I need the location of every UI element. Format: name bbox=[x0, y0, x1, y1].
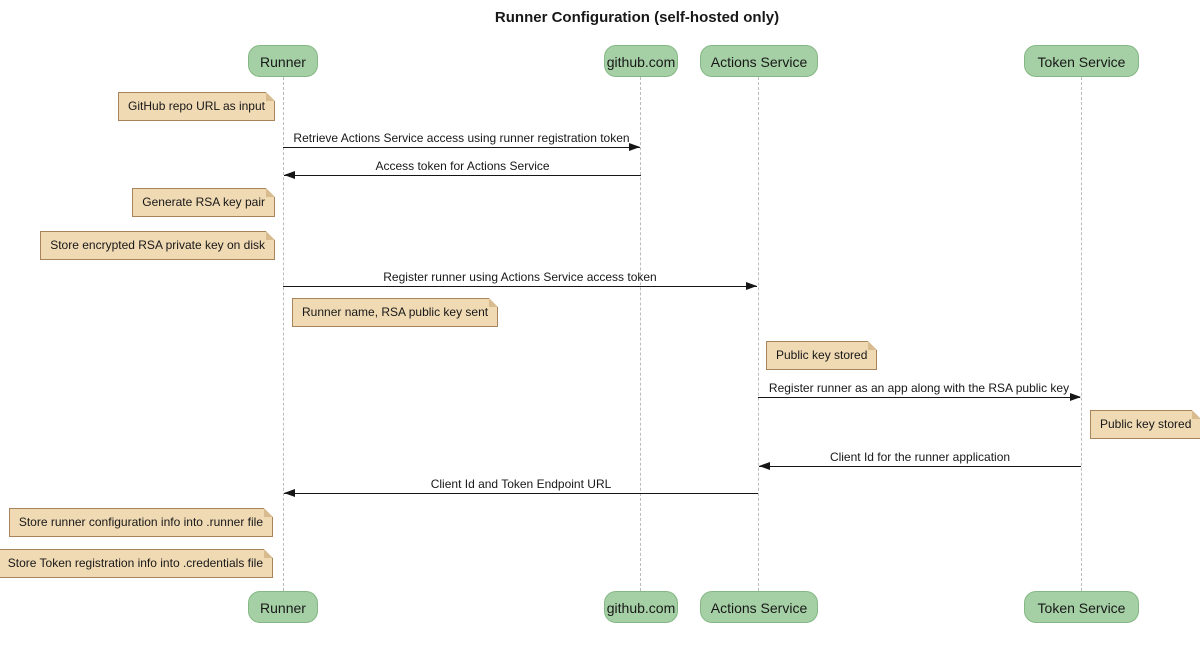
note-public-key-stored-token: Public key stored bbox=[1090, 410, 1200, 439]
message-4-label: Register runner as an app along with the… bbox=[768, 381, 1070, 395]
message-6-line bbox=[284, 493, 758, 494]
lifeline-token-service bbox=[1081, 77, 1082, 591]
participant-actions-service-bottom: Actions Service bbox=[700, 591, 818, 623]
arrowhead-right-icon bbox=[746, 282, 757, 290]
arrowhead-left-icon bbox=[284, 489, 295, 497]
lifeline-actions-service bbox=[758, 77, 759, 591]
note-github-repo-url: GitHub repo URL as input bbox=[118, 92, 275, 121]
participant-actions-service-top: Actions Service bbox=[700, 45, 818, 77]
message-6-label: Client Id and Token Endpoint URL bbox=[430, 477, 612, 491]
message-3-line bbox=[283, 286, 757, 287]
lifeline-runner bbox=[283, 77, 284, 591]
note-generate-rsa-key-pair: Generate RSA key pair bbox=[132, 188, 275, 217]
participant-token-service-top: Token Service bbox=[1024, 45, 1139, 77]
message-1-label: Retrieve Actions Service access using ru… bbox=[293, 131, 630, 145]
arrowhead-left-icon bbox=[759, 462, 770, 470]
message-5-label: Client Id for the runner application bbox=[829, 450, 1011, 464]
message-2-label: Access token for Actions Service bbox=[375, 159, 550, 173]
participant-runner-bottom: Runner bbox=[248, 591, 318, 623]
message-5-line bbox=[759, 466, 1081, 467]
arrowhead-right-icon bbox=[1070, 393, 1081, 401]
participant-runner-top: Runner bbox=[248, 45, 318, 77]
participant-github-com-top: github.com bbox=[604, 45, 678, 77]
note-public-key-stored-actions: Public key stored bbox=[766, 341, 878, 370]
message-3-label: Register runner using Actions Service ac… bbox=[383, 270, 657, 284]
lifeline-github-com bbox=[640, 77, 641, 591]
arrowhead-left-icon bbox=[284, 171, 295, 179]
message-2-line bbox=[284, 175, 641, 176]
message-1-line bbox=[283, 147, 640, 148]
participant-token-service-bottom: Token Service bbox=[1024, 591, 1139, 623]
note-store-runner-file: Store runner configuration info into .ru… bbox=[8, 508, 274, 537]
message-4-line bbox=[758, 397, 1080, 398]
diagram-title: Runner Configuration (self-hosted only) bbox=[494, 9, 780, 26]
participant-github-com-bottom: github.com bbox=[604, 591, 678, 623]
note-store-private-key: Store encrypted RSA private key on disk bbox=[40, 231, 275, 260]
note-runner-name-public-key: Runner name, RSA public key sent bbox=[292, 298, 499, 327]
arrowhead-right-icon bbox=[629, 143, 640, 151]
note-store-credentials-file: Store Token registration info into .cred… bbox=[0, 549, 274, 578]
